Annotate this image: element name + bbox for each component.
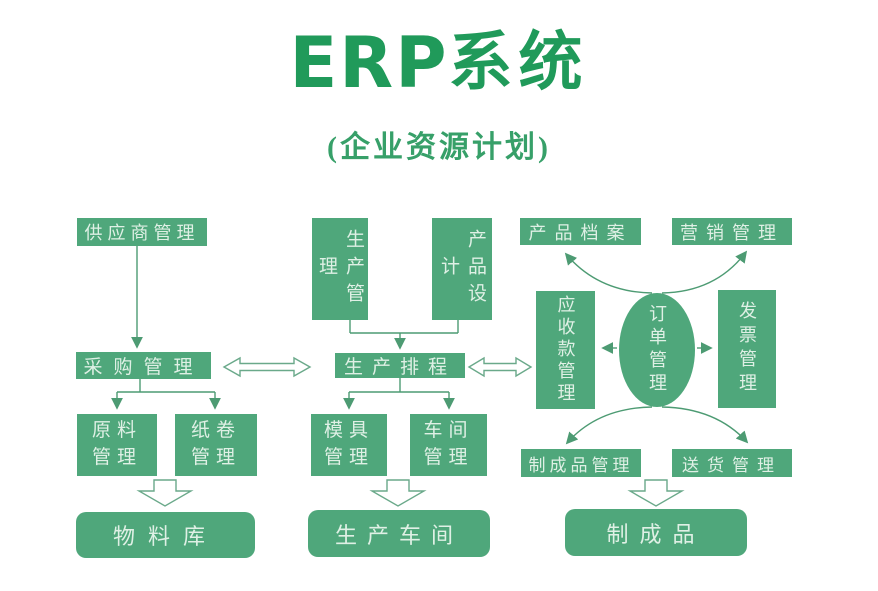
node-production-mgmt-label: 生产管理	[316, 228, 364, 310]
node-purchasing-label: 采购管理	[83, 357, 204, 378]
node-mold-line2: 管理	[323, 447, 374, 468]
node-workshop-line1: 车间	[423, 420, 474, 442]
node-workshop-line2: 管理	[423, 447, 474, 468]
node-receivables-label: 应收款管理	[555, 295, 576, 405]
node-production-management: 生产管理	[312, 218, 368, 320]
node-mold-line1: 模具	[323, 420, 374, 442]
node-production-workshop-label: 生产车间	[334, 522, 463, 548]
title-erp: ERP	[289, 22, 449, 104]
node-product-archive-label: 产品档案	[528, 222, 633, 243]
node-supplier-label: 供应商管理	[84, 223, 200, 243]
node-delivery-management: 送货管理	[672, 449, 792, 477]
node-invoice-management: 发票管理	[718, 290, 776, 408]
node-finished-goods-management: 制成品管理	[521, 449, 641, 477]
node-order-label: 订单管理	[647, 304, 667, 396]
node-paper-roll-line1: 纸卷	[190, 420, 241, 442]
arrow-order-to-archive	[564, 252, 653, 294]
arrow-order-to-delivery	[661, 406, 749, 444]
title-suffix: 系统	[448, 27, 589, 98]
block-arrow-to-production-workshop	[369, 479, 427, 507]
node-receivables-management: 应收款管理	[536, 291, 595, 409]
node-order-management: 订单管理	[619, 293, 695, 407]
node-product-design: 产品设计	[432, 218, 492, 320]
node-finished-goods-label: 制成品	[606, 521, 706, 547]
node-finished-goods-mgmt-label: 制成品管理	[528, 455, 634, 475]
block-arrow-to-finished-goods	[627, 479, 685, 507]
node-product-design-label: 产品设计	[438, 228, 486, 310]
node-production-scheduling: 生产排程	[335, 353, 465, 378]
node-marketing-management: 营销管理	[672, 218, 792, 245]
node-raw-material-line2: 管理	[91, 447, 142, 468]
node-supplier-management: 供应商管理	[77, 218, 207, 246]
node-invoice-label: 发票管理	[737, 301, 757, 397]
node-delivery-label: 送货管理	[682, 455, 782, 475]
page-title: ERP系统	[0, 28, 878, 98]
node-marketing-label: 营销管理	[680, 222, 784, 243]
node-finished-goods: 制成品	[565, 509, 747, 556]
node-raw-material-management: 原料 管理	[77, 414, 157, 476]
arrow-order-to-finished-mgmt	[565, 406, 653, 445]
node-raw-material-line1: 原料	[91, 420, 142, 442]
double-arrow-purchasing-scheduling	[222, 356, 312, 378]
node-production-workshop: 生产车间	[308, 510, 490, 557]
node-paper-roll-line2: 管理	[190, 447, 241, 468]
block-arrow-to-material-store	[136, 479, 194, 507]
arrow-order-to-marketing	[661, 250, 748, 294]
node-scheduling-label: 生产排程	[343, 357, 456, 378]
node-mold-management: 模具 管理	[311, 414, 387, 476]
node-material-store-label: 物料库	[112, 524, 218, 549]
node-paper-roll-management: 纸卷 管理	[175, 414, 257, 476]
node-purchasing-management: 采购管理	[76, 352, 211, 379]
node-material-store: 物料库	[76, 512, 255, 558]
double-arrow-scheduling-receivables	[467, 356, 533, 378]
node-product-archive: 产品档案	[520, 218, 641, 245]
node-workshop-management: 车间 管理	[410, 414, 487, 476]
page-subtitle: (企业资源计划)	[327, 131, 551, 164]
